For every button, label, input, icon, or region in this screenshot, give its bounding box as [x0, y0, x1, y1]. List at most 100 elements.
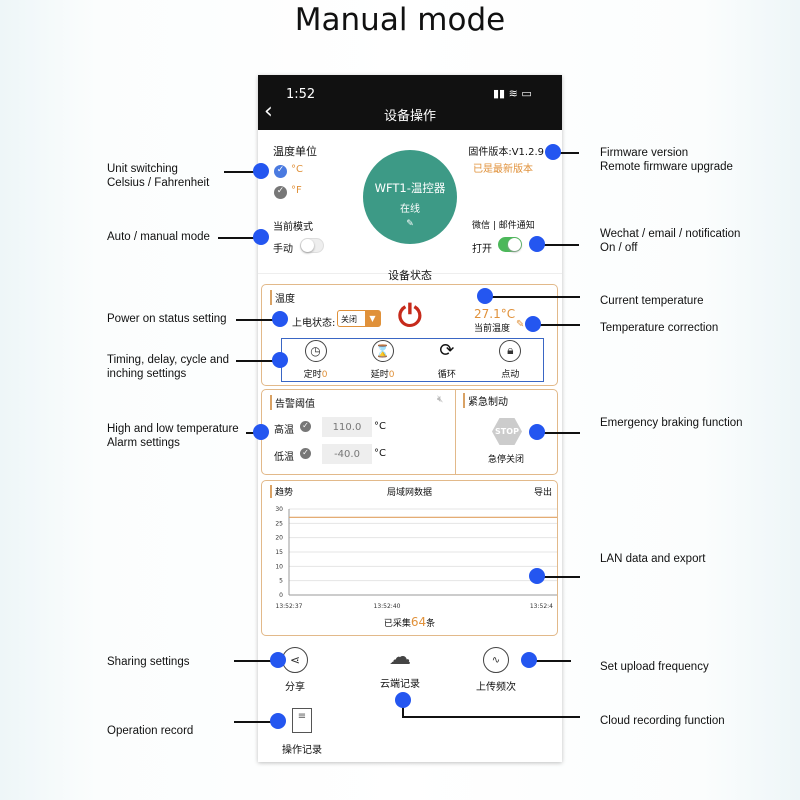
- share-button[interactable]: ⋖分享: [282, 647, 308, 693]
- device-name: WFT1-温控器: [374, 181, 446, 195]
- record-label: 操作记录: [282, 745, 322, 756]
- operation-record-button[interactable]: ≡ 操作记录: [282, 708, 322, 756]
- lan-data-label[interactable]: 局域网数据: [387, 488, 433, 498]
- notify-label: 微信 | 邮件通知: [472, 221, 535, 231]
- callout-dot: [272, 311, 288, 327]
- status-time: 1:52: [286, 87, 316, 102]
- callout-dot: [270, 713, 286, 729]
- page-title: Manual mode: [294, 2, 506, 38]
- callout-dot: [253, 424, 269, 440]
- share-label: 分享: [285, 682, 305, 693]
- collected-count: 已采集64条: [262, 615, 557, 629]
- phone-screen: 1:52 ▮▮ ≋ ▭ ‹ 设备操作 温度单位 ✓ °C ✓ °F 当前模式 手…: [258, 75, 562, 762]
- callout-dot: [525, 316, 541, 332]
- low-unit: °C: [374, 448, 386, 459]
- cycle-icon: ⟳: [439, 339, 455, 361]
- celsius-radio[interactable]: ✓: [274, 165, 287, 178]
- timer-button[interactable]: ◷定时0: [304, 339, 327, 381]
- notify-toggle[interactable]: [498, 237, 522, 252]
- chevron-left-icon[interactable]: ‹: [264, 99, 273, 124]
- upload-frequency-button[interactable]: ∿上传频次: [476, 647, 516, 693]
- annotation-notify: Wechat / email / notification On / off: [600, 227, 740, 255]
- delay-count: 0: [388, 369, 395, 380]
- power-status-value: 关闭: [341, 315, 357, 324]
- annotation-text: Wechat / email / notification: [600, 228, 741, 240]
- collected-suffix: 条: [426, 619, 436, 629]
- power-status-select[interactable]: 关闭 ▼: [337, 310, 381, 327]
- inching-label: 点动: [501, 369, 520, 380]
- celsius-label: °C: [291, 164, 303, 175]
- y-tick-label: 5: [279, 578, 283, 585]
- callout-dot: [529, 236, 545, 252]
- emergency-title: 紧急制动: [463, 393, 508, 408]
- alarm-clock-icon: ◷: [304, 339, 327, 362]
- temperature-panel: 温度 上电状态: 关闭▼ ⏻ 27.1°C 当前温度 ✎ ◷定时0 ⌛延时0 ⟳…: [261, 284, 558, 386]
- annotation-text: Unit switching: [107, 163, 178, 175]
- annotation-emergency: Emergency braking function: [600, 417, 743, 429]
- cycle-button[interactable]: ⟳循环: [438, 340, 456, 381]
- low-temp-label: 低温: [274, 452, 294, 463]
- x-tick-label: 13:52:37: [276, 603, 303, 610]
- fahrenheit-radio[interactable]: ✓: [274, 186, 287, 199]
- x-tick-label: 13:52:4: [530, 603, 553, 610]
- document-icon: ≡: [292, 708, 312, 733]
- callout-dot: [395, 692, 411, 708]
- y-tick-label: 25: [275, 520, 283, 527]
- annotation-text: Alarm settings: [107, 437, 180, 449]
- current-temp-label: 当前温度: [474, 324, 511, 334]
- annotation-cloud: Cloud recording function: [600, 715, 725, 727]
- section-title: 设备状态: [388, 269, 432, 282]
- firmware-label: 固件版本:V1.2.9: [468, 147, 544, 158]
- dropdown-arrow-icon: ▼: [365, 311, 380, 326]
- pencil-icon[interactable]: ✎: [516, 319, 525, 330]
- unit-label: 温度单位: [273, 145, 317, 158]
- trend-title: 趋势: [270, 485, 293, 498]
- callout-dot: [477, 288, 493, 304]
- annotation-record: Operation record: [107, 725, 194, 737]
- cloud-globe-icon: ☁︎: [389, 645, 411, 670]
- mode-toggle[interactable]: [300, 238, 324, 253]
- collected-prefix: 已采集: [383, 619, 411, 629]
- mute-icon[interactable]: 🔇︎: [437, 394, 444, 405]
- callout-dot: [253, 163, 269, 179]
- alarm-emergency-panel: 告警阈值 🔇︎ 高温 ✓ 110.0 °C 低温 ✓ -40.0 °C 紧急制动…: [261, 389, 558, 475]
- cloud-record-button[interactable]: ☁︎ 云端记录: [380, 645, 420, 690]
- annotation-text: On / off: [600, 242, 638, 254]
- delay-label: 延时: [370, 369, 389, 380]
- delay-button[interactable]: ⌛ 延时0: [370, 339, 395, 381]
- y-tick-label: 0: [279, 592, 283, 599]
- current-temp: 27.1°C: [474, 307, 516, 321]
- nav-title: 设备操作: [383, 109, 436, 124]
- top-bar: 1:52 ▮▮ ≋ ▭ ‹ 设备操作: [258, 75, 562, 130]
- device-status: 在线: [400, 204, 420, 215]
- mode-label: 当前模式: [273, 222, 313, 233]
- mode-value: 手动: [273, 244, 293, 255]
- annotation-current: Current temperature: [600, 295, 704, 307]
- inching-button[interactable]: 🔒︎ 点动: [499, 339, 522, 381]
- annotation-text: Firmware version: [600, 147, 689, 159]
- upload-label: 上传频次: [476, 682, 516, 693]
- fahrenheit-label: °F: [291, 185, 302, 196]
- alarm-title: 告警阈值: [270, 395, 315, 410]
- stop-text: STOP: [495, 427, 519, 436]
- y-tick-label: 10: [275, 563, 283, 570]
- power-icon[interactable]: ⏻: [398, 299, 422, 334]
- low-temp-input[interactable]: -40.0: [322, 444, 372, 464]
- export-button[interactable]: 导出: [534, 488, 553, 498]
- annotation-text: Celsius / Fahrenheit: [107, 177, 210, 189]
- callout-dot: [253, 229, 269, 245]
- high-temp-label: 高温: [274, 425, 294, 436]
- device-circle[interactable]: WFT1-温控器 在线 ✎: [363, 150, 457, 244]
- edit-icon[interactable]: ✎: [406, 219, 414, 229]
- lock-icon: 🔒︎: [499, 339, 522, 362]
- stop-button[interactable]: STOP: [492, 418, 522, 445]
- hourglass-icon: ⌛: [371, 339, 394, 362]
- function-bar: ◷定时0 ⌛ 延时0 ⟳循环 🔒︎ 点动: [281, 338, 544, 382]
- high-temp-input[interactable]: 110.0: [322, 417, 372, 437]
- cloud-label: 云端记录: [380, 679, 420, 690]
